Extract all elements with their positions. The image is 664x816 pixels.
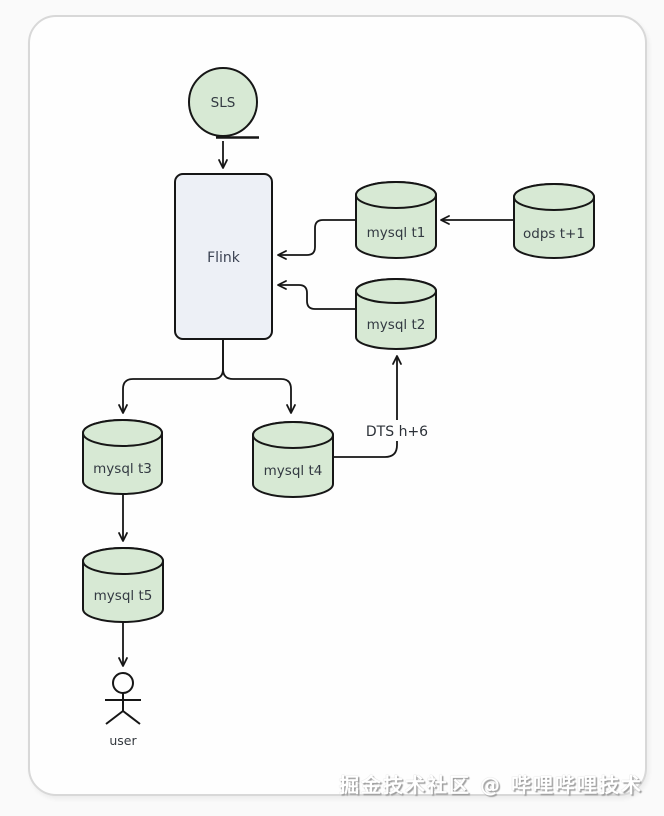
node-mysql-t2: mysql t2: [355, 278, 437, 350]
user-label: user: [109, 733, 137, 748]
mysql-t3-cylinder-top: [82, 419, 163, 447]
mysql-t3-label: mysql t3: [93, 461, 152, 477]
diagram-card: [28, 15, 647, 796]
node-mysql-t5: mysql t5: [82, 547, 164, 623]
odps-cylinder-top: [513, 183, 595, 211]
mysql-t1-label: mysql t1: [367, 225, 426, 241]
node-odps-t1: odps t+1: [513, 183, 595, 259]
edge-mysql-t2-to-flink: [277, 280, 356, 310]
node-sls: SLS: [188, 67, 259, 139]
mysql-t1-cylinder-top: [355, 181, 437, 209]
edge-mysql-t4-to-mysql-t2: [334, 355, 402, 458]
mysql-t4-cylinder-top: [252, 421, 334, 449]
odps-label: odps t+1: [523, 226, 585, 242]
node-user: user: [105, 672, 141, 748]
node-mysql-t3: mysql t3: [82, 419, 163, 495]
edge-mysql-t1-to-flink: [277, 219, 356, 260]
flink-rectangle-shape: [174, 173, 273, 340]
user-legs: [105, 710, 141, 725]
flink-label: Flink: [207, 250, 241, 266]
user-head: [112, 672, 134, 694]
node-mysql-t1: mysql t1: [355, 181, 437, 259]
mysql-t2-label: mysql t2: [367, 317, 426, 333]
edges: DTS h+6: [118, 141, 514, 667]
sls-circle-shape: [188, 67, 258, 137]
node-mysql-t4: mysql t4: [252, 421, 334, 498]
dts-label-background: [366, 420, 428, 441]
node-flink: Flink: [174, 173, 273, 340]
watermark-text: 掘金技术社区 @ 哔哩哔哩技术: [339, 773, 643, 797]
dts-edge-label: DTS h+6: [366, 424, 428, 440]
sls-label: SLS: [211, 95, 236, 111]
mysql-t5-label: mysql t5: [94, 588, 153, 604]
mysql-t4-label: mysql t4: [264, 463, 323, 479]
mysql-t5-cylinder-top: [82, 547, 164, 575]
edge-flink-to-mysql-t4: [222, 339, 296, 414]
mysql-t2-cylinder-top: [355, 278, 437, 304]
edge-flink-to-mysql-t3: [118, 339, 224, 414]
